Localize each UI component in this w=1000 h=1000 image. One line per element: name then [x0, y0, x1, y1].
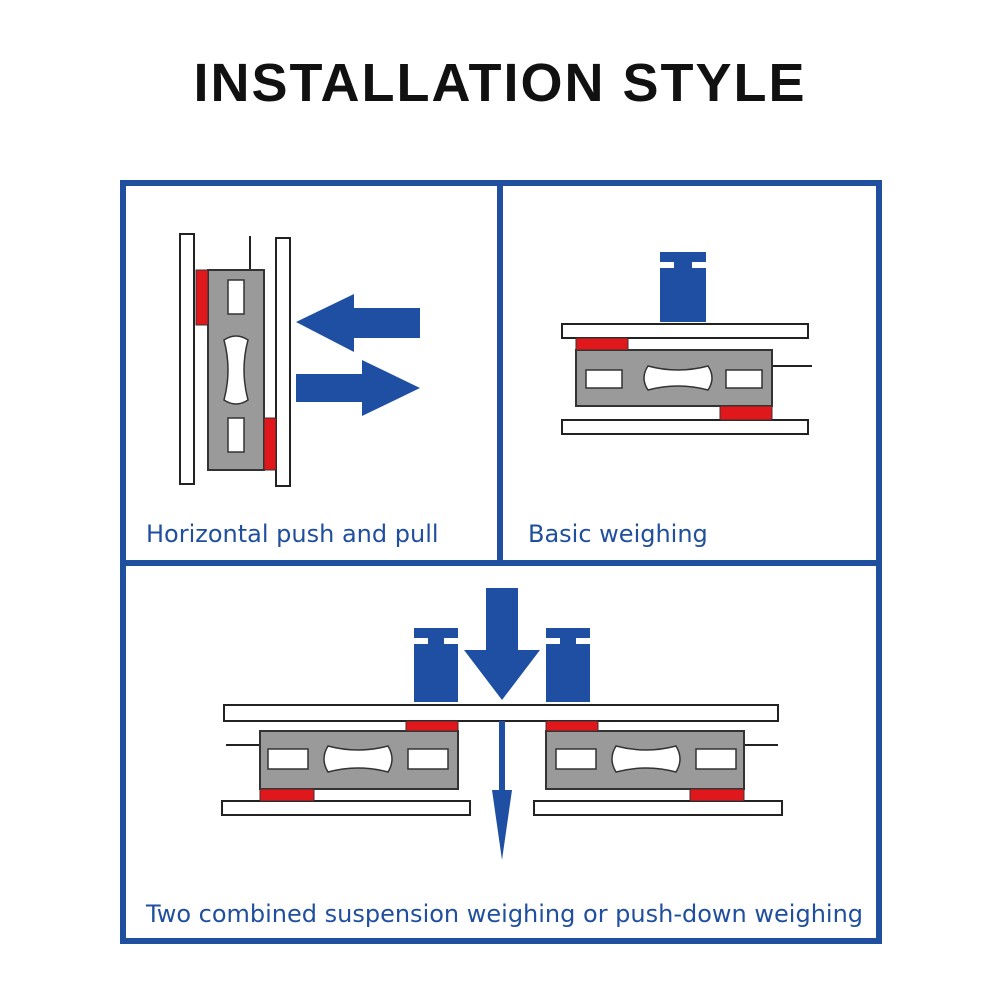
weight-icon — [546, 644, 590, 702]
caption-basic-weighing: Basic weighing — [528, 520, 708, 548]
load-cell-slot — [227, 279, 245, 315]
weight-top — [660, 252, 706, 262]
red-pad — [405, 720, 459, 732]
red-pad — [263, 417, 277, 471]
weight-neck — [674, 262, 692, 268]
horizontal-push-pull-illustration — [179, 233, 420, 487]
load-cell-slot — [585, 369, 623, 389]
weight-top — [546, 628, 590, 638]
load-cell-slot — [725, 369, 763, 389]
down-arrow-icon — [492, 790, 512, 860]
basic-weighing-illustration — [561, 252, 812, 435]
pull-arrow-right — [296, 360, 420, 416]
red-pad — [719, 405, 773, 421]
weight-top — [414, 628, 458, 638]
weight-neck — [428, 638, 444, 644]
red-pad — [195, 269, 209, 326]
load-cell-slot — [227, 417, 245, 453]
load-cell-slot — [407, 748, 449, 770]
load-cell-bone-cutout — [223, 335, 249, 405]
top-plate — [223, 704, 779, 722]
load-cell-slot — [555, 748, 597, 770]
caption-combined-weighing: Two combined suspension weighing or push… — [146, 900, 864, 928]
load-cell-bone-cutout — [643, 365, 713, 391]
load-cell-bone-cutout — [323, 745, 393, 773]
load-cell-bone-cutout — [611, 745, 681, 773]
weight-icon — [660, 268, 706, 322]
push-down-arrow-icon — [464, 588, 540, 700]
page-title: INSTALLATION STYLE — [193, 53, 807, 113]
horizontal-divider — [120, 560, 882, 566]
weight-icon — [414, 644, 458, 702]
load-cell-slot — [695, 748, 737, 770]
weight-neck — [560, 638, 576, 644]
red-pad — [259, 788, 315, 802]
force-line — [499, 721, 505, 813]
right-plate — [275, 237, 291, 487]
red-pad — [545, 720, 599, 732]
bottom-plate-right — [533, 800, 783, 816]
left-plate — [179, 233, 195, 485]
red-pad — [575, 337, 629, 351]
combined-weighing-illustration — [221, 588, 783, 860]
push-arrow-left — [296, 294, 420, 352]
top-plate — [561, 323, 809, 339]
caption-horizontal-push-pull: Horizontal push and pull — [146, 520, 439, 548]
load-cell-slot — [267, 748, 309, 770]
bottom-plate-left — [221, 800, 471, 816]
red-pad — [689, 788, 745, 802]
bottom-plate — [561, 419, 809, 435]
vertical-divider — [497, 180, 503, 565]
